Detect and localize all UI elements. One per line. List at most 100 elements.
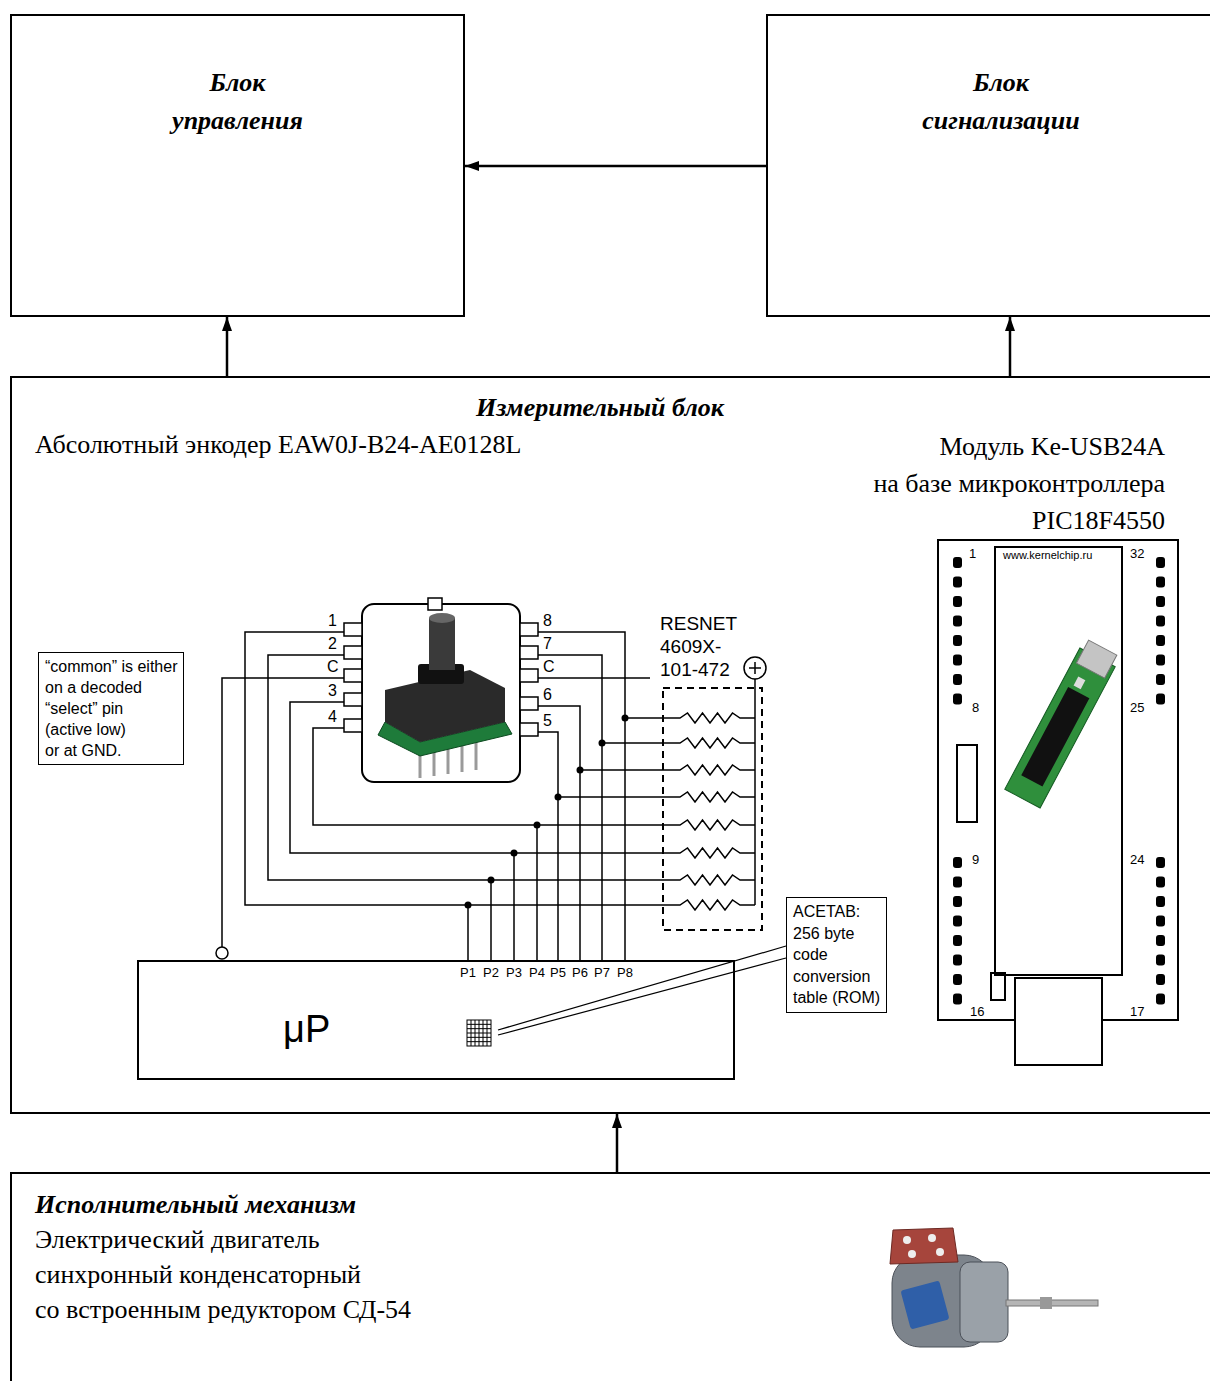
- block-title: Исполнительный механизм: [35, 1188, 356, 1222]
- text-line: code: [793, 944, 880, 966]
- pin-number: 17: [1130, 1004, 1144, 1019]
- signal-arrow: [226, 317, 229, 376]
- board-pin: [953, 655, 962, 666]
- resistor-symbol: [675, 820, 755, 830]
- wire: [625, 717, 675, 719]
- board-pin: [953, 877, 962, 888]
- module-photo: [1074, 677, 1086, 690]
- encoder-body: [362, 604, 520, 782]
- port-label: P5: [550, 965, 566, 980]
- module-board: [938, 540, 1178, 1020]
- wire: [538, 732, 558, 960]
- pin-label: 3: [328, 682, 337, 699]
- text-line: 101-472: [660, 658, 737, 681]
- callout-box: ACETAB: 256 byte code conversion table (…: [786, 897, 887, 1013]
- port-label: P4: [529, 965, 545, 980]
- leader-line: [498, 946, 786, 1030]
- resistor-symbol: [675, 738, 755, 748]
- resistor-symbol: [675, 713, 755, 910]
- junction-dot: [465, 902, 472, 909]
- encoder-pin-tab: [344, 623, 362, 636]
- junction-dot: [488, 877, 495, 884]
- board-pin: [1156, 557, 1165, 568]
- actuator-block: Исполнительный механизмЭлектрический дви…: [10, 1172, 1210, 1381]
- pin-number: 32: [1130, 546, 1144, 561]
- text-line: RESNET: [660, 612, 737, 635]
- pin-number: 16: [970, 1004, 984, 1019]
- encoder-caption: Абсолютный энкодер EAW0J-B24-AE0128L: [35, 428, 521, 462]
- board-pin: [1156, 674, 1165, 685]
- wire: [313, 728, 675, 825]
- note-text: “common” is either on a decoded “select”…: [45, 656, 177, 761]
- junction-dot: [465, 715, 629, 909]
- pin-label: 5: [543, 712, 552, 729]
- text-line: 256 byte: [793, 923, 880, 945]
- board-pin: [1156, 935, 1165, 946]
- text-line: ACETAB:: [793, 901, 880, 923]
- encoder-photo: [378, 613, 512, 778]
- board-pin: [1156, 896, 1165, 907]
- board-pin: [953, 557, 1165, 1005]
- pin-label: C: [543, 658, 555, 675]
- text-line: (active low): [45, 719, 177, 740]
- encoder-pin-tab: [344, 693, 362, 706]
- pin-number: 24: [1130, 852, 1144, 867]
- pin-label: 1: [328, 612, 337, 629]
- pin-number: 25: [1130, 700, 1144, 715]
- rom-table-symbol: [467, 1041, 491, 1042]
- board-pin: [953, 955, 962, 966]
- board-pin: [953, 896, 962, 907]
- leader-line: [498, 958, 786, 1035]
- measuring-block: “common” is either on a decoded “select”…: [10, 376, 1210, 1114]
- pin-number: 1: [969, 546, 976, 561]
- note-box: “common” is either on a decoded “select”…: [38, 652, 184, 765]
- text-line: PIC18F4550: [765, 502, 1165, 539]
- wire: [490, 880, 492, 960]
- wire: [538, 632, 625, 960]
- signal-arrow: [1009, 317, 1012, 376]
- board-pin: [1156, 655, 1165, 666]
- junction-dot: [511, 850, 518, 857]
- wire: [538, 655, 602, 960]
- supply-symbol: [744, 657, 766, 679]
- board-pin: [953, 616, 962, 627]
- board-pin: [1156, 596, 1165, 607]
- pin-label: 8: [543, 612, 552, 629]
- junction-dot: [577, 767, 584, 774]
- pin-label: 2: [328, 635, 337, 652]
- wire: [467, 905, 469, 960]
- encoder-pin-tab: [520, 623, 538, 636]
- port-label: P8: [617, 965, 633, 980]
- board-pin: [953, 596, 962, 607]
- module-photo: [1021, 687, 1089, 787]
- board-pin: [1156, 916, 1165, 927]
- block-title: Блок сигнализации: [768, 64, 1210, 140]
- wire: [290, 702, 675, 853]
- port-label: P3: [506, 965, 522, 980]
- motor-photo: [890, 1228, 1098, 1347]
- module-photo: [1005, 638, 1121, 808]
- port-label: P7: [594, 965, 610, 980]
- module-board: [995, 547, 1122, 975]
- board-pin: [953, 674, 962, 685]
- wire: [222, 678, 344, 947]
- text-line: table (ROM): [793, 987, 880, 1009]
- encoder-body: [362, 598, 520, 782]
- board-pin: [1156, 955, 1165, 966]
- wire: [268, 655, 675, 880]
- wire: [538, 677, 650, 679]
- part-label: RESNET 4609X- 101-472: [660, 612, 737, 681]
- wire: [245, 632, 675, 905]
- pin-number: 8: [972, 700, 979, 715]
- wire: [222, 632, 755, 960]
- resistor-symbol: [675, 848, 755, 858]
- control-block: Блок управления: [10, 14, 465, 317]
- signal-arrow: [465, 165, 766, 168]
- resistor-symbol: [675, 765, 755, 775]
- wire: [513, 853, 515, 960]
- board-pin: [1156, 857, 1165, 868]
- board-pin: [1156, 877, 1165, 888]
- encoder-pin-tab: [520, 723, 538, 736]
- pin-label: 7: [543, 635, 552, 652]
